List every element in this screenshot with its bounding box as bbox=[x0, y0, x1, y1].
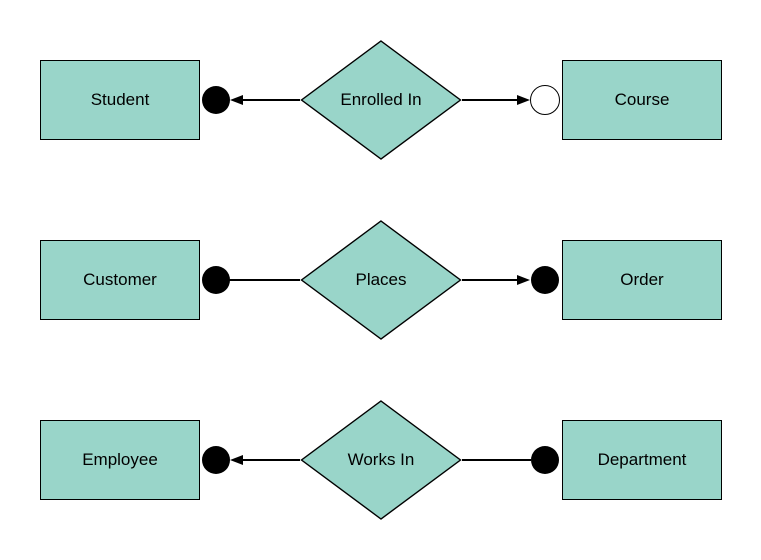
entity-order-label: Order bbox=[620, 270, 664, 289]
connector-line bbox=[462, 279, 518, 281]
entity-course: Course bbox=[562, 60, 722, 140]
filled-circle-terminator bbox=[531, 446, 559, 474]
filled-circle-terminator bbox=[202, 266, 230, 294]
entity-order: Order bbox=[562, 240, 722, 320]
filled-circle-terminator bbox=[202, 446, 230, 474]
right-arrowhead-icon bbox=[517, 275, 530, 285]
filled-circle-terminator bbox=[531, 266, 559, 294]
entity-student-label: Student bbox=[90, 90, 150, 109]
diamond-shape bbox=[300, 220, 462, 340]
entity-department-label: Department bbox=[597, 450, 687, 469]
entity-customer-label: Customer bbox=[83, 270, 157, 289]
entity-student: Student bbox=[40, 60, 200, 140]
entity-course-label: Course bbox=[614, 90, 670, 109]
left-arrowhead-icon bbox=[230, 455, 243, 465]
entity-employee-label: Employee bbox=[82, 450, 158, 469]
left-arrowhead-icon bbox=[230, 95, 243, 105]
entity-employee: Employee bbox=[40, 420, 200, 500]
filled-circle-terminator bbox=[202, 86, 230, 114]
connector-line bbox=[242, 459, 300, 461]
connector-line bbox=[242, 99, 300, 101]
entity-customer: Customer bbox=[40, 240, 200, 320]
relationship-places-label: Places bbox=[355, 270, 407, 289]
diamond-shape bbox=[300, 400, 462, 520]
connector-line bbox=[229, 279, 300, 281]
entity-department: Department bbox=[562, 420, 722, 500]
connector-line bbox=[462, 459, 531, 461]
relationship-enrolled-in: Enrolled In bbox=[300, 40, 462, 160]
relationship-works-in: Works In bbox=[300, 400, 462, 520]
relationship-enrolled-in-label: Enrolled In bbox=[340, 90, 422, 109]
connector-line bbox=[462, 99, 518, 101]
diamond-shape bbox=[300, 40, 462, 160]
right-arrowhead-icon bbox=[517, 95, 530, 105]
relationship-works-in-label: Works In bbox=[347, 450, 415, 469]
open-circle-terminator bbox=[530, 85, 560, 115]
relationship-places: Places bbox=[300, 220, 462, 340]
